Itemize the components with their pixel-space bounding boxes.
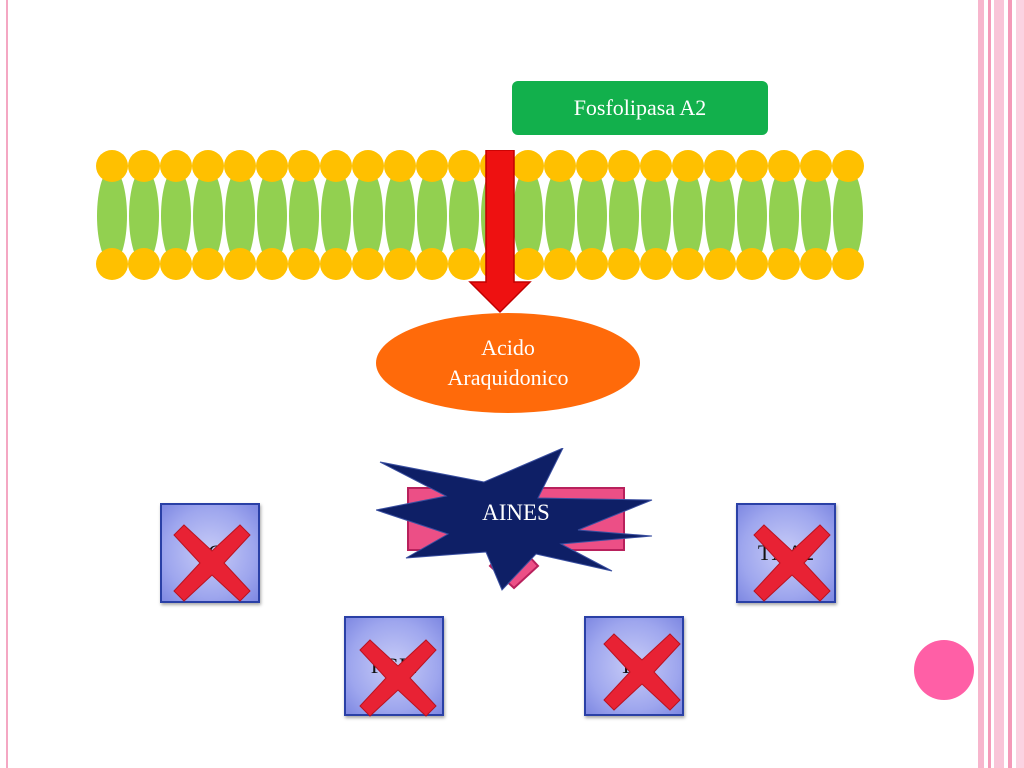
lipid-head (832, 248, 864, 280)
lipid-tail (257, 168, 287, 264)
decorative-pink-circle (914, 640, 974, 700)
lipid-tail (833, 168, 863, 264)
lipid-head (416, 150, 448, 182)
lipid-head (512, 150, 544, 182)
lipid-tail (353, 168, 383, 264)
lipid-head (672, 150, 704, 182)
lipid-head (288, 248, 320, 280)
lipid-head (192, 150, 224, 182)
lipid-head (128, 248, 160, 280)
product-box-txa2: TXA2 (736, 503, 836, 603)
lipid-head (544, 248, 576, 280)
lipid-tail (417, 168, 447, 264)
product-box-pg: PG (160, 503, 260, 603)
lipid-tail (545, 168, 575, 264)
lipid-tail (769, 168, 799, 264)
lipid-head (352, 248, 384, 280)
lipid-head (288, 150, 320, 182)
lipid-tail (577, 168, 607, 264)
lipid-head (672, 248, 704, 280)
lipid-tail (609, 168, 639, 264)
lipid-head (768, 150, 800, 182)
cross-icon (753, 524, 831, 602)
lipid-head (576, 248, 608, 280)
lipid-tail (801, 168, 831, 264)
lipid-head (96, 248, 128, 280)
lipid-tail (161, 168, 191, 264)
aines-burst (376, 448, 653, 591)
lipid-head (736, 248, 768, 280)
cross-icon (359, 639, 437, 717)
lipid-tail (225, 168, 255, 264)
lipid-head (704, 150, 736, 182)
burst-shape (376, 448, 653, 591)
lipid-tail (385, 168, 415, 264)
lipid-tail (97, 168, 127, 264)
lipid-head (320, 248, 352, 280)
lipid-head (512, 248, 544, 280)
lipid-tail (193, 168, 223, 264)
cross-icon (173, 524, 251, 602)
lipid-tail (641, 168, 671, 264)
lipid-head (448, 248, 480, 280)
lipid-head (384, 150, 416, 182)
product-box-pgi2: PGI2 (344, 616, 444, 717)
lipid-head (192, 248, 224, 280)
lipid-tail (705, 168, 735, 264)
lipid-head (640, 150, 672, 182)
lipid-head (608, 150, 640, 182)
lipid-head (832, 150, 864, 182)
aines-label: AINES (482, 500, 550, 525)
lipid-head (544, 150, 576, 182)
lipid-head (160, 150, 192, 182)
lipid-head (800, 248, 832, 280)
lipid-head (384, 248, 416, 280)
lipid-head (576, 150, 608, 182)
lipid-head (768, 248, 800, 280)
left-border-line (6, 0, 8, 768)
lipid-tail (321, 168, 351, 264)
lipid-head (640, 248, 672, 280)
substrate-line-2: Araquidonico (447, 365, 569, 390)
lipid-head (352, 150, 384, 182)
lipid-tail (129, 168, 159, 264)
product-box-tx: TX (584, 616, 684, 716)
lipid-head (704, 248, 736, 280)
lipid-head (128, 150, 160, 182)
lipid-head (224, 150, 256, 182)
lipid-tail (449, 168, 479, 264)
lipid-tail (289, 168, 319, 264)
lipid-head (608, 248, 640, 280)
lipid-head (736, 150, 768, 182)
lipid-tail (513, 168, 543, 264)
right-border-stripes (978, 0, 1024, 768)
substrate-line-1: Acido (481, 335, 535, 360)
lipid-head (320, 150, 352, 182)
lipid-head (256, 150, 288, 182)
enzyme-box-fosfolipasa: Fosfolipasa A2 (512, 81, 768, 135)
acido-araquidonico-ellipse: Acido Araquidonico (376, 313, 640, 413)
lipid-head (224, 248, 256, 280)
lipid-head (800, 150, 832, 182)
lipid-head (416, 248, 448, 280)
lipid-tail (737, 168, 767, 264)
lipid-head (448, 150, 480, 182)
down-arrow (468, 150, 532, 314)
lipid-tail (673, 168, 703, 264)
lipid-head (96, 150, 128, 182)
enzyme-label: Fosfolipasa A2 (573, 95, 707, 120)
lipid-head (160, 248, 192, 280)
lipid-head (256, 248, 288, 280)
cross-icon (603, 633, 681, 711)
